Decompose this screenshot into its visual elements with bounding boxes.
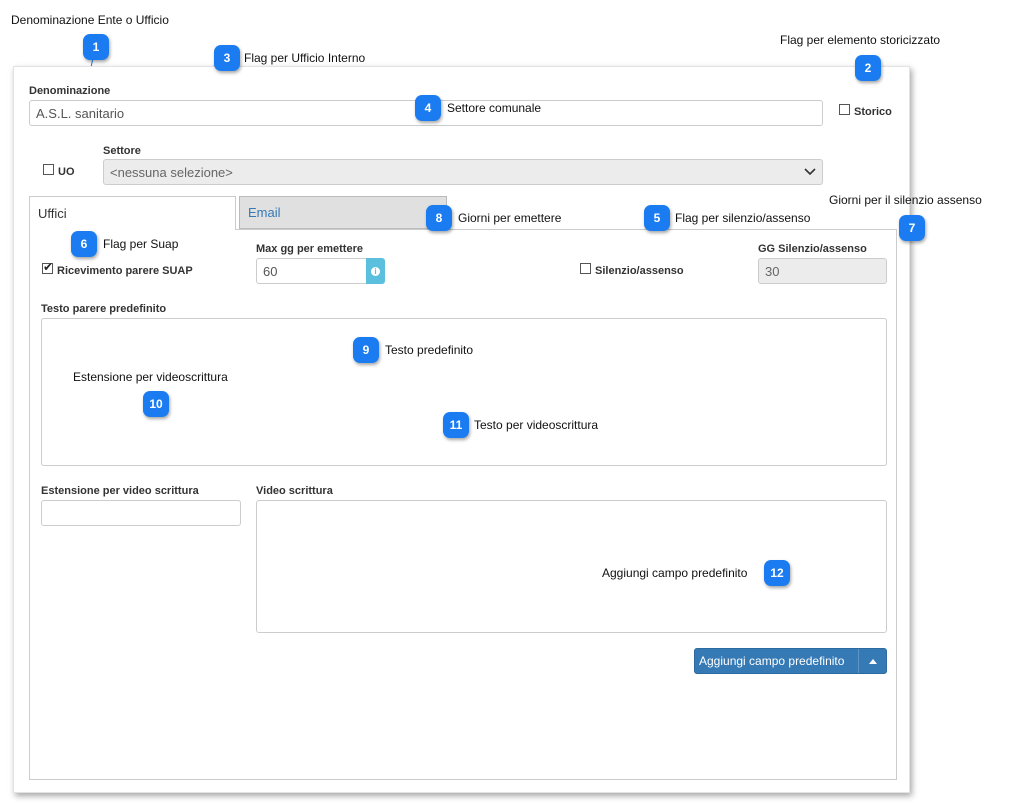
settore-select-value: <nessuna selezione> (110, 164, 233, 180)
tab-email[interactable]: Email (239, 196, 447, 229)
uo-checkbox[interactable] (43, 164, 54, 175)
gg-silenzio-label: GG Silenzio/assenso (758, 243, 867, 255)
badge-1: 1 (83, 34, 109, 60)
note-12: Aggiungi campo predefinito (602, 566, 748, 580)
tab-divider (236, 229, 897, 230)
badge-2: 2 (855, 55, 881, 81)
storico-checkbox[interactable] (839, 104, 850, 115)
badge-6: 6 (71, 231, 97, 257)
badge-9: 9 (353, 337, 379, 363)
suap-label: Ricevimento parere SUAP (57, 265, 193, 277)
silenzio-label: Silenzio/assenso (595, 265, 684, 277)
note-7: Giorni per il silenzio assenso (829, 193, 982, 207)
badge-8: 8 (426, 205, 452, 231)
testo-parere-label: Testo parere predefinito (41, 303, 167, 315)
note-10: Estensione per videoscrittura (73, 370, 228, 384)
testo-parere-textarea[interactable] (41, 318, 887, 466)
aggiungi-campo-button[interactable]: Aggiungi campo predefinito (694, 648, 887, 674)
tab-email-label: Email (248, 205, 281, 220)
uo-label: UO (58, 166, 75, 178)
note-6: Flag per Suap (103, 237, 179, 251)
chevron-down-icon (804, 168, 816, 176)
storico-label: Storico (854, 106, 892, 118)
suap-checkbox[interactable] (42, 260, 53, 274)
settore-label: Settore (103, 145, 141, 157)
tab-content-uffici (29, 229, 897, 780)
video-scrittura-textarea[interactable] (256, 500, 887, 633)
settore-select[interactable]: <nessuna selezione> (103, 159, 823, 185)
denominazione-label: Denominazione (29, 85, 111, 97)
silenzio-checkbox[interactable] (580, 263, 591, 274)
info-icon: i (371, 266, 380, 276)
estensione-input[interactable] (41, 500, 241, 526)
estensione-label: Estensione per video scrittura (41, 485, 199, 497)
badge-7: 7 (899, 215, 925, 241)
badge-4: 4 (415, 95, 441, 121)
info-button[interactable]: i (366, 258, 385, 284)
note-8: Giorni per emettere (458, 211, 562, 225)
note-4: Settore comunale (447, 101, 542, 115)
max-gg-label: Max gg per emettere (256, 243, 363, 255)
badge-3: 3 (214, 45, 240, 71)
note-2: Flag per elemento storicizzato (780, 33, 941, 47)
note-11: Testo per videoscrittura (474, 418, 599, 432)
note-9: Testo predefinito (385, 343, 474, 357)
badge-12: 12 (764, 560, 790, 586)
note-5: Flag per silenzio/assenso (675, 211, 811, 225)
gg-silenzio-input[interactable]: 30 (758, 258, 887, 284)
badge-5: 5 (644, 205, 670, 231)
badge-11: 11 (443, 412, 469, 438)
aggiungi-campo-label: Aggiungi campo predefinito (699, 654, 845, 668)
tab-uffici-label: Uffici (38, 206, 67, 221)
video-scrittura-label: Video scrittura (256, 485, 333, 497)
max-gg-input[interactable]: 60 (256, 258, 367, 284)
caret-up-icon (868, 658, 877, 664)
note-1: Denominazione Ente o Ufficio (11, 13, 169, 27)
tab-uffici[interactable]: Uffici (29, 196, 236, 230)
note-3: Flag per Ufficio Interno (244, 51, 366, 65)
aggiungi-campo-caret[interactable] (858, 649, 886, 673)
badge-10: 10 (143, 391, 169, 417)
